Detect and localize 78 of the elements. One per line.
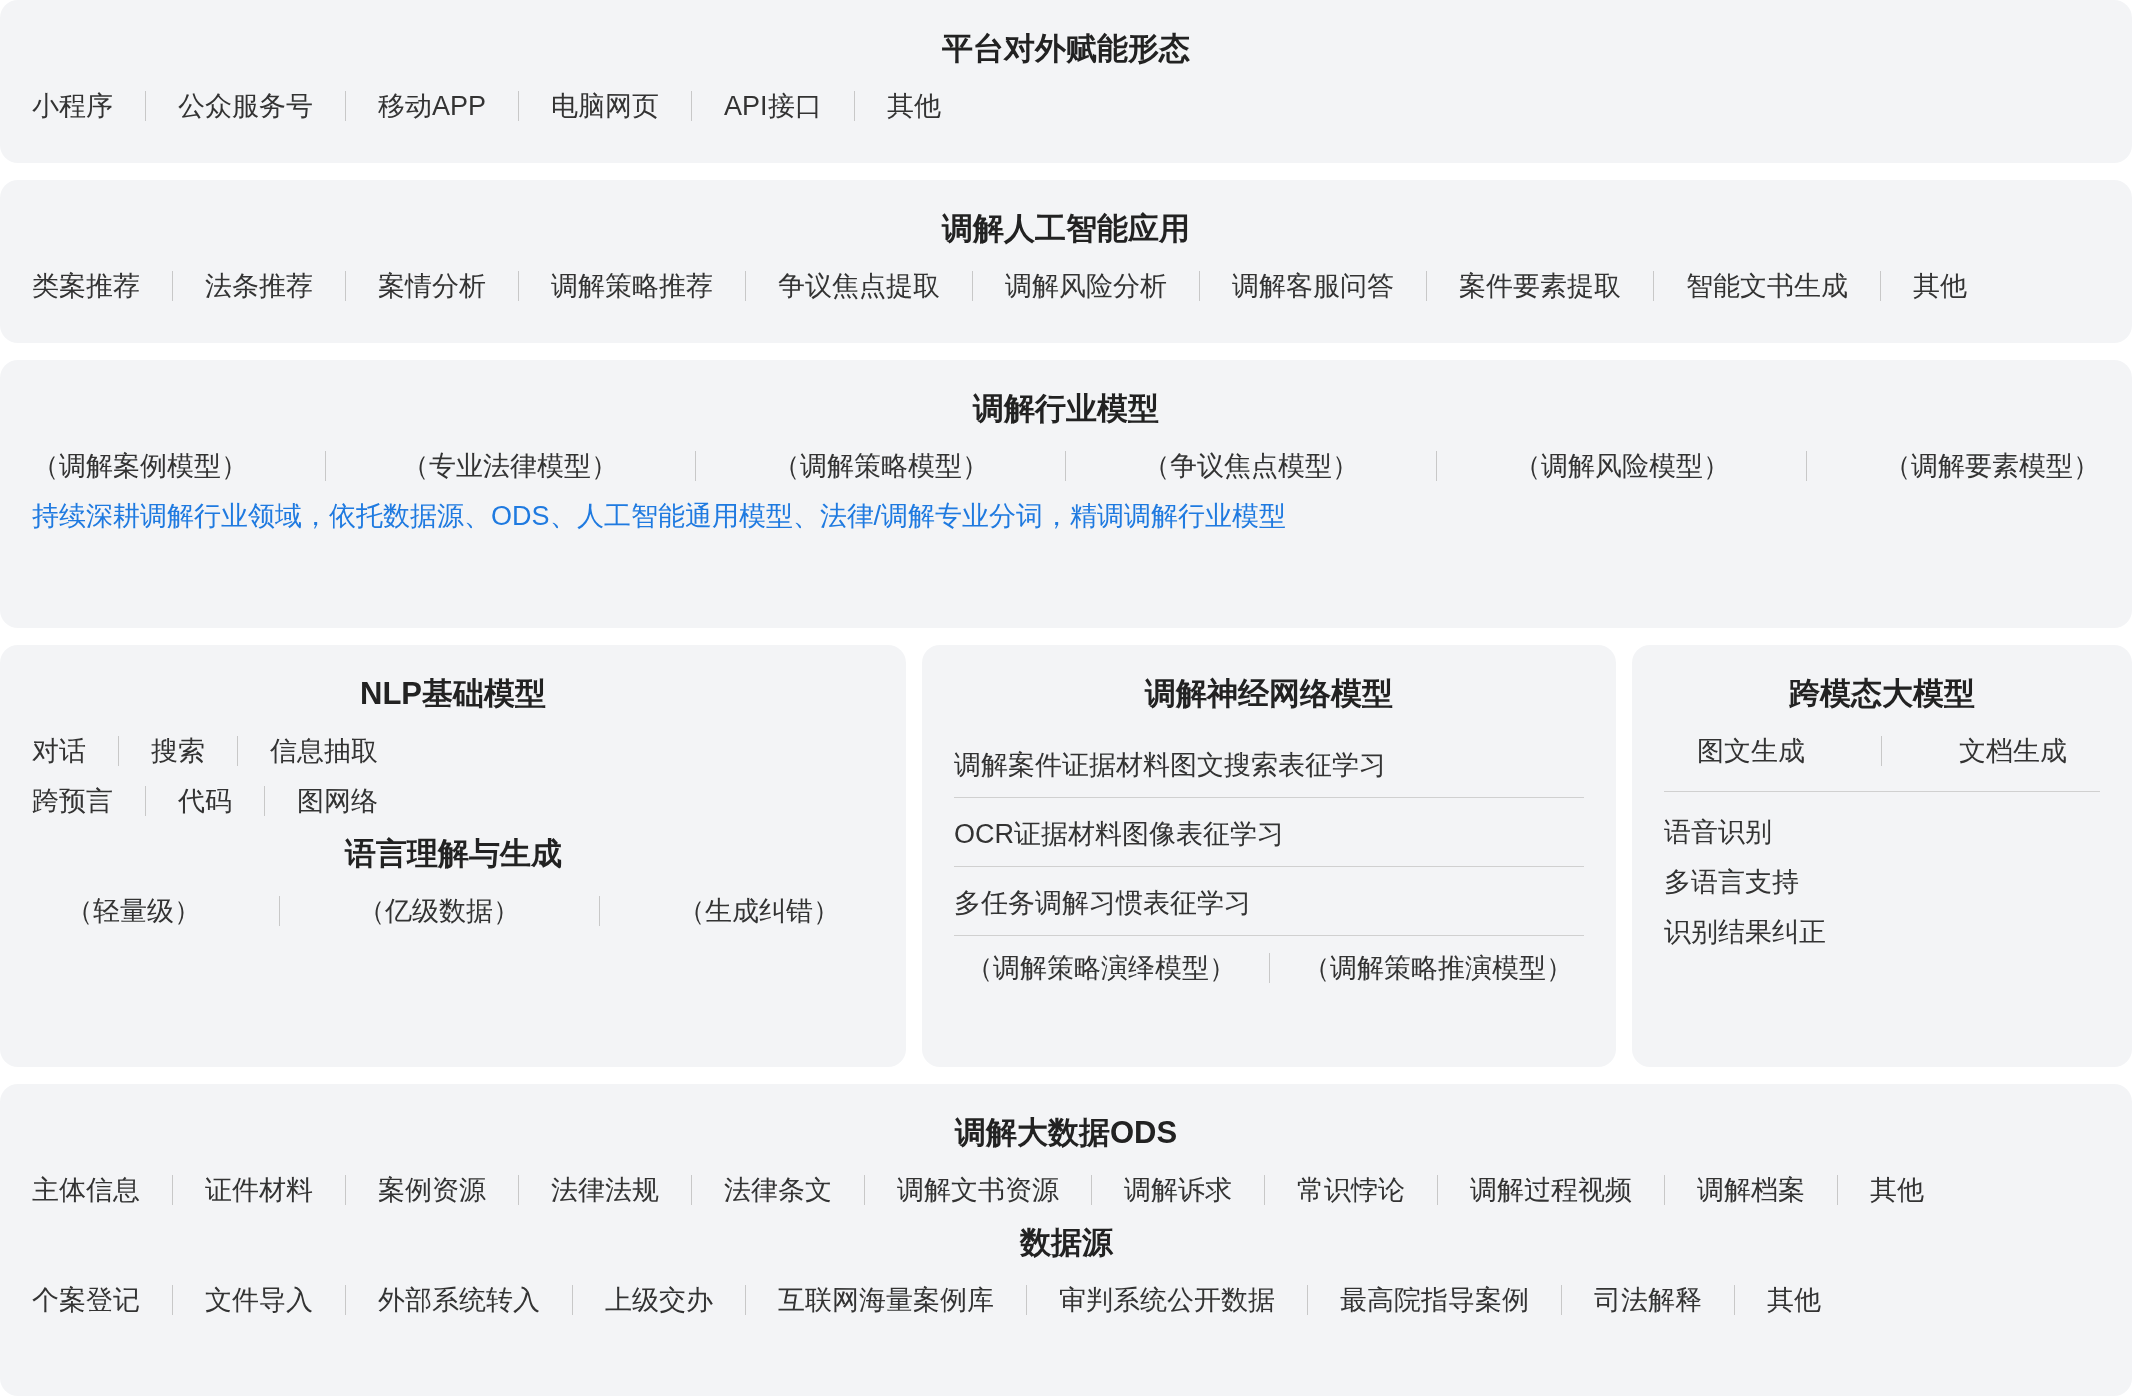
item-label: 语音识别 [1664,816,1772,849]
item-label: 案情分析 [378,270,486,303]
item-label: OCR证据材料图像表征学习 [954,802,1584,867]
item-label: 多语言支持 [1664,866,1799,899]
item-label: （亿级数据） [358,895,521,928]
layer-panel [0,645,906,1067]
item-label: 法律条文 [724,1174,832,1207]
item-label: 案例资源 [378,1174,486,1207]
layer-panel [0,0,2132,163]
item-label: 文件导入 [205,1284,313,1317]
item-label: 上级交办 [605,1284,713,1317]
layer-heading: 调解人工智能应用 [940,210,1191,248]
item-label: 审判系统公开数据 [1059,1284,1275,1317]
item-label: 信息抽取 [270,735,378,768]
item-label: （调解策略模型） [772,450,989,483]
item-label: 多任务调解习惯表征学习 [954,871,1584,936]
layer-panel [1632,645,2132,1067]
item-label: 最高院指导案例 [1340,1284,1529,1317]
item-label: 小程序 [32,90,113,123]
item-label: 调解风险分析 [1005,270,1167,303]
item-label: 类案推荐 [32,270,140,303]
layer-heading: 调解神经网络模型 [1143,675,1394,713]
item-label: 调解案件证据材料图文搜索表征学习 [954,733,1584,798]
item-label: 调解过程视频 [1470,1174,1632,1207]
item-label: 外部系统转入 [378,1284,540,1317]
item-label: 其他 [886,90,941,123]
item-label: 电脑网页 [551,90,660,123]
layer-panel [0,180,2132,343]
item-label: （调解要素模型） [1883,450,2100,483]
item-label: 调解诉求 [1124,1174,1232,1207]
item-label: 搜索 [151,735,205,768]
item-label: 对话 [32,735,86,768]
item-label: 调解文书资源 [897,1174,1059,1207]
item-label: 其他 [1913,270,1967,303]
item-label: 识别结果纠正 [1664,916,1826,949]
item-label: （轻量级） [66,895,202,928]
layer-heading: 跨模态大模型 [1788,675,1976,713]
item-label: （调解策略推演模型） [1302,952,1573,985]
layer-heading: 调解行业模型 [971,390,1160,428]
item-label: 个案登记 [32,1284,140,1317]
item-label: 文档生成 [1958,735,2067,768]
item-label: 案件要素提取 [1459,270,1621,303]
item-label: 证件材料 [205,1174,313,1207]
item-label: 图文生成 [1697,735,1806,768]
item-label: （争议焦点模型） [1143,450,1360,483]
item-label: （生成纠错） [677,895,840,928]
item-label: 公众服务号 [178,90,313,123]
item-label: （调解案例模型） [32,450,248,483]
layer-heading: 语言理解与生成 [343,835,563,873]
item-label: 法条推荐 [205,270,313,303]
item-label: 智能文书生成 [1686,270,1848,303]
layer-panel [922,645,1616,1067]
layer-heading: 调解大数据ODS [953,1114,1179,1152]
note-text: 持续深耕调解行业领域，依托数据源、ODS、人工智能通用模型、法律/调解专业分词，精调调解行业模型 [32,500,1287,533]
item-label: API接口 [724,90,822,123]
item-label: 移动APP [378,90,487,123]
layer-heading: 数据源 [1018,1224,1114,1262]
item-label: 调解客服问答 [1232,270,1394,303]
item-label: 司法解释 [1594,1284,1702,1317]
layer-heading: NLP基础模型 [359,675,547,713]
item-label: 跨预言 [32,785,113,818]
item-label: 调解策略推荐 [551,270,713,303]
item-label: 其他 [1767,1284,1821,1317]
item-label: 主体信息 [32,1174,140,1207]
item-label: （调解策略演绎模型） [965,952,1236,985]
item-label: 其他 [1870,1174,1924,1207]
item-label: 法律法规 [551,1174,659,1207]
item-label: 调解档案 [1697,1174,1805,1207]
layer-panel [0,1084,2132,1396]
item-label: 争议焦点提取 [778,270,940,303]
layer-heading: 平台对外赋能形态 [941,30,1191,68]
layer-panel [0,360,2132,628]
item-label: （专业法律模型） [402,450,619,483]
item-label: （调解风险模型） [1513,450,1730,483]
item-label: 代码 [178,785,232,818]
item-label: 互联网海量案例库 [778,1284,994,1317]
item-label: 常识悖论 [1297,1174,1405,1207]
item-label: 图网络 [297,785,378,818]
